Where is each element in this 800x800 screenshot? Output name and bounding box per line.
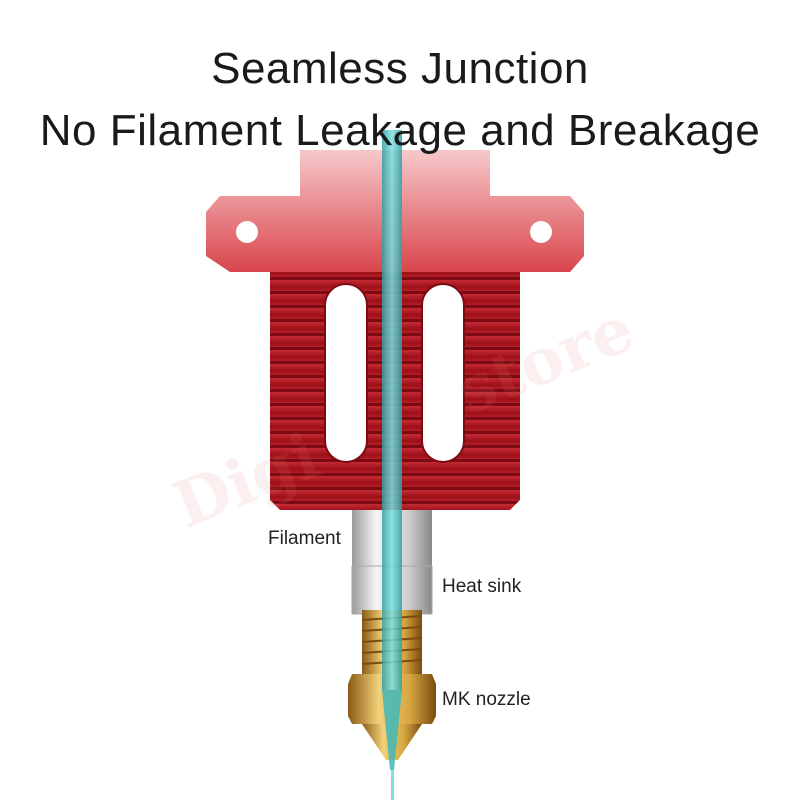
headline: Seamless Junction (211, 44, 589, 93)
filament-strand (382, 130, 402, 690)
subheadline: No Filament Leakage and Breakage (39, 106, 761, 155)
heatsink-slot-right (421, 283, 465, 463)
heatsink-slot-left (324, 283, 368, 463)
mount-hole-left (236, 221, 258, 243)
heat-sink-label: Heat sink (442, 576, 522, 597)
mount-hole-right (530, 221, 552, 243)
filament-label: Filament (268, 528, 341, 549)
mk-nozzle-label: MK nozzle (442, 689, 531, 710)
